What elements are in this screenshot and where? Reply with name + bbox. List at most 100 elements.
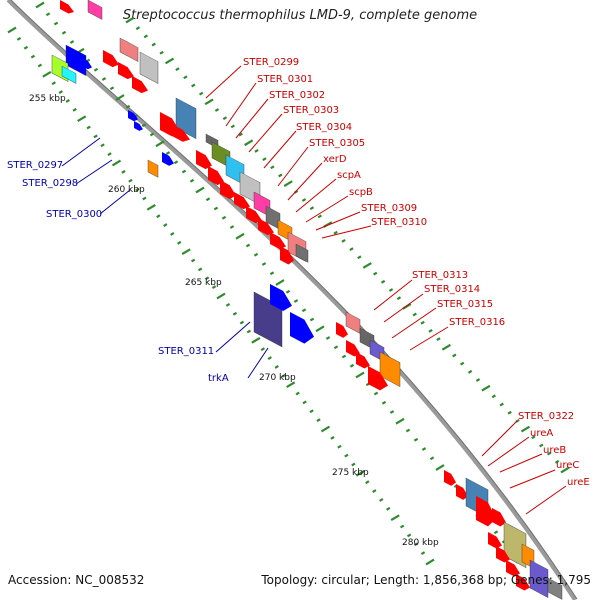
gene-label: ureE: [567, 477, 590, 488]
gene-feature: [496, 546, 510, 563]
tick-mark: [183, 75, 188, 80]
leader-line: [383, 293, 424, 323]
tick-mark: [245, 243, 251, 248]
tick-mark: [254, 149, 259, 153]
tick-mark: [65, 99, 70, 103]
tick-mark: [86, 125, 91, 130]
leader-line: [315, 211, 361, 231]
tick-mark: [191, 83, 196, 88]
gene-label: xerD: [323, 154, 347, 165]
tick-mark: [239, 320, 245, 325]
leader-line: [499, 453, 543, 473]
gene-label: ureA: [530, 428, 553, 439]
tick-mark: [175, 67, 180, 71]
leader-line: [248, 113, 283, 153]
tick-mark: [330, 435, 335, 440]
tick-mark: [189, 178, 195, 183]
tick-mark: [560, 466, 570, 474]
tick-mark: [386, 506, 391, 511]
tick-mark: [341, 239, 346, 243]
gene-label: STER_0300: [46, 209, 102, 220]
tick-mark: [275, 279, 285, 286]
leader-line: [305, 195, 349, 223]
gene-label: scpB: [349, 187, 373, 198]
cds-arrow: [172, 124, 190, 142]
gene-feature: [87, 0, 103, 20]
tick-mark: [93, 67, 99, 72]
tick-mark: [317, 214, 322, 219]
tick-mark: [412, 312, 417, 317]
tick-mark: [547, 451, 552, 456]
tick-mark: [190, 258, 196, 263]
tick-mark: [429, 456, 435, 461]
leader-line: [235, 98, 269, 139]
tick-mark: [316, 418, 321, 423]
cds-arrow: [476, 496, 496, 527]
tick-mark: [135, 187, 140, 192]
tick-mark: [301, 198, 307, 202]
leader-line: [525, 485, 567, 515]
tick-mark: [214, 108, 220, 112]
cds-arrow: [356, 352, 370, 369]
tick-mark: [197, 267, 203, 272]
tick-mark: [53, 21, 59, 26]
tick-mark: [349, 363, 355, 368]
leader-line: [263, 130, 297, 169]
tick-mark: [173, 160, 179, 165]
gene-label: STER_0304: [296, 122, 352, 133]
gene-feature: [175, 97, 197, 139]
tick-mark: [232, 311, 238, 316]
cds-arrow: [506, 560, 520, 577]
tick-mark: [420, 320, 425, 325]
gene-label: STER_0315: [437, 299, 493, 310]
tick-mark: [281, 373, 286, 378]
gene-label: STER_0298: [22, 178, 78, 189]
tick-mark: [520, 425, 531, 433]
tick-mark: [554, 459, 560, 464]
tick-mark: [72, 107, 77, 112]
gene-label: STER_0316: [449, 317, 505, 328]
tick-mark: [491, 394, 496, 399]
tick-mark: [181, 169, 187, 174]
gene-block: [379, 351, 401, 387]
topology-text: Topology: circular; Length: 1,856,368 bp…: [261, 573, 591, 587]
tick-mark: [309, 206, 315, 211]
tick-mark: [355, 371, 365, 379]
tick-mark: [270, 165, 275, 170]
tick-mark: [101, 77, 107, 81]
tick-mark: [45, 12, 51, 17]
gene-label: trkA: [208, 373, 229, 384]
gene-feature: [270, 284, 292, 312]
gene-feature: [456, 484, 468, 500]
scale-label: 280 kbp: [402, 538, 439, 548]
tick-mark: [399, 524, 405, 529]
tick-mark: [420, 551, 426, 556]
leader-line: [215, 321, 251, 353]
tick-mark: [246, 329, 252, 334]
gene-label: scpA: [337, 170, 361, 181]
tick-mark: [413, 437, 419, 442]
leader-line: [225, 82, 257, 127]
tick-mark: [128, 178, 133, 183]
cds-arrow: [368, 366, 388, 391]
gene-block: [547, 577, 563, 600]
tick-mark: [467, 369, 473, 374]
tick-mark: [23, 45, 29, 50]
cds-arrow: [196, 150, 212, 170]
tick-mark: [251, 336, 261, 344]
leader-line: [409, 326, 449, 351]
cds-arrow: [270, 232, 286, 250]
tick-mark: [365, 480, 370, 485]
gene-feature: [139, 51, 159, 84]
gene-label: STER_0314: [424, 284, 480, 295]
tick-mark: [211, 285, 217, 290]
tick-mark: [341, 354, 347, 359]
scale-label: 265 kbp: [185, 278, 222, 288]
tick-mark: [315, 325, 325, 333]
tick-mark: [390, 514, 400, 522]
tick-mark: [164, 57, 175, 65]
leader-line: [205, 65, 242, 99]
tick-mark: [235, 232, 245, 240]
leader-line: [61, 137, 101, 167]
gene-feature: [270, 232, 286, 250]
